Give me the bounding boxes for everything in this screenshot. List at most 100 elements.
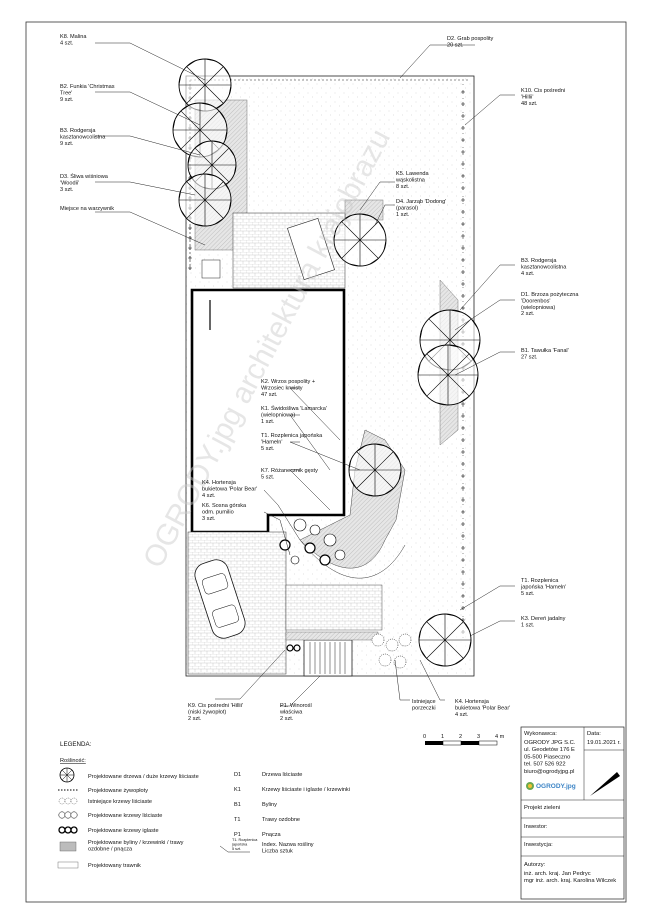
low-hedge (285, 631, 379, 641)
scale-tick-label: 3 (477, 734, 480, 740)
date-label: Data: (587, 731, 601, 737)
investor-label: Inwestor: (524, 824, 548, 830)
legend-item-label: Projektowane drzewa / duże krzewy liścia… (88, 774, 199, 780)
legend-title: LEGENDA: (60, 741, 92, 748)
legend-code-desc: Krzewy liściaste i iglaste / krzewinki (262, 787, 350, 793)
shrub-icon (323, 533, 337, 547)
legend-code: K1 (234, 787, 241, 793)
shrub-icon (304, 542, 316, 554)
garden-furniture (287, 217, 335, 281)
company-logo-icon: OGRODY.jpg (526, 782, 576, 790)
legend-subtitle: Rośliność: (60, 758, 86, 764)
callout-k1: K1. Świdośliwa 'Lamarcka'(wielopniowa)1 … (261, 404, 327, 425)
legend-item-label: Istniejące krzewy liściaste (88, 799, 152, 805)
legend-item-label: Projektowane krzewy iglaste (88, 828, 159, 834)
shrubs-layer (279, 518, 412, 669)
shrub-icon (393, 655, 407, 669)
callout-k10: K10. Cis pośredni'Hillii'48 szt. (521, 88, 565, 107)
legend-code-desc: Pnącza (262, 832, 282, 838)
car-icon (194, 559, 246, 639)
legend-code-desc: Byliny (262, 802, 277, 808)
shrub-icon (290, 555, 300, 565)
shrub-icon (286, 644, 294, 652)
legend-code-desc: Trawy ozdobne (262, 817, 300, 823)
legend-tree-icon (59, 767, 75, 783)
callout-d1: D1. Brzoza pożyteczna'Doorenbos'(wielopn… (521, 292, 579, 317)
shrub-icon (371, 633, 385, 647)
sheet-frame (25, 21, 627, 903)
shrub-icon (293, 644, 301, 652)
legend-existing-shrub-icon (58, 797, 78, 805)
shrub-icon (385, 638, 399, 652)
project-label: Projekt zieleni (524, 805, 560, 811)
compost-box (201, 259, 221, 279)
tree-icon (418, 613, 472, 667)
date-value: 19.01.2021 r. (587, 740, 621, 746)
legend-item-label: Projektowany trawnik (88, 863, 141, 869)
shrub-icon (279, 539, 291, 551)
legend-code: B1 (234, 802, 241, 808)
scale-tick-label: 2 (459, 734, 462, 740)
tree-icon (333, 213, 387, 267)
trees-layer (172, 58, 481, 667)
path-paving (285, 584, 383, 631)
shrub-icon (309, 524, 321, 536)
callout-k9: K9. Cis pośredni 'Hillii'(niski żywopłot… (188, 703, 243, 722)
callout-compost: Miejsce na warzywnik (60, 206, 114, 212)
legend-item-label: Projektowane żywopłoty (88, 788, 148, 794)
callout-d3: D3. Śliwa wiśniowa'Woodii'3 szt. (60, 172, 109, 193)
legend-conifer-shrub-icon (58, 826, 78, 834)
legend-code: P1 (234, 832, 241, 838)
site-plan (172, 58, 481, 677)
investment-label: Inwestycja: (524, 842, 553, 848)
legend-lawn-icon (57, 861, 79, 869)
tree-icon (348, 443, 402, 497)
scale-tick-label: 1 (441, 734, 444, 740)
contractor-label: Wykonawca: (524, 731, 557, 737)
shrub-icon (334, 549, 346, 561)
legend-item-label: Projektowane krzewy liściaste (88, 813, 162, 819)
shrub-icon (319, 554, 331, 566)
leader-lines (95, 42, 515, 707)
vine-pergola (303, 639, 353, 677)
shrub-icon (398, 633, 412, 647)
shrub-icon (378, 653, 392, 667)
legend-code-desc: Drzewa liściaste (262, 772, 302, 778)
authors-label: Autorzy: (524, 862, 546, 868)
north-arrow-icon (590, 772, 620, 796)
legend-deciduous-shrub-icon (58, 811, 78, 819)
svg-text:OGRODY.jpg: OGRODY.jpg (536, 783, 576, 790)
tree-icon (178, 173, 232, 227)
scale-tick-label: 4 m (495, 734, 505, 740)
shrub-icon (293, 518, 307, 532)
legend: LEGENDA: Rośliność: Projektowane drzewa … (57, 741, 350, 869)
legend-code: T1 (234, 817, 241, 823)
legend-perennials-icon (59, 841, 77, 852)
scale-tick-label: 0 (423, 734, 426, 740)
callout-b1: B1. Tawułka 'Fanal'27 szt. (521, 348, 569, 360)
tree-icon (417, 344, 479, 406)
scale-bar: 0 1 2 3 4 m (423, 734, 505, 746)
callout-t1a: T1. Rozplenica japońska'Hameln'5 szt. (261, 433, 323, 452)
